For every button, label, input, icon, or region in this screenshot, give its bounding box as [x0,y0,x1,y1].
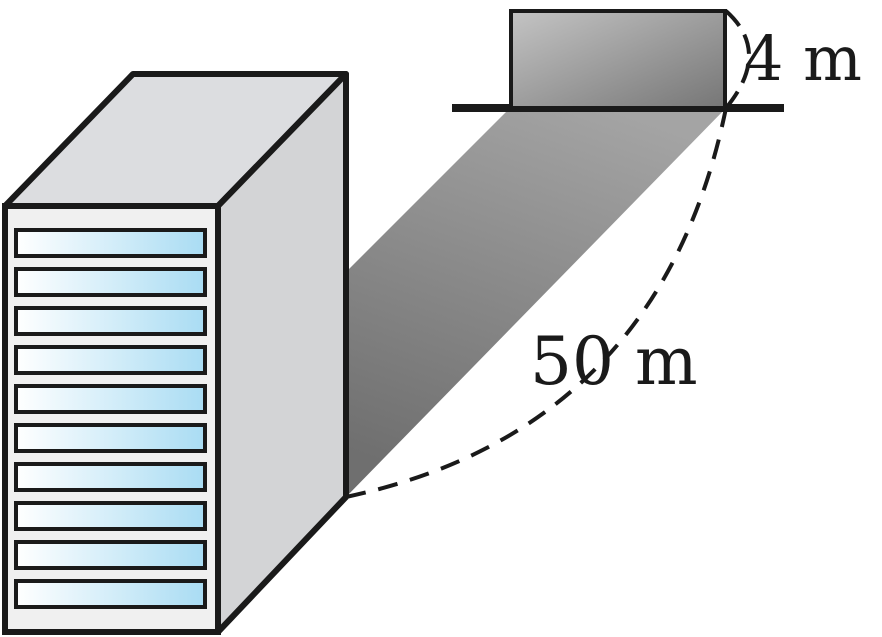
building-window [14,501,207,531]
building-window [14,384,207,414]
building-window [14,306,207,336]
building-window [14,228,207,258]
small-block [509,9,727,110]
building-window [14,579,207,609]
building-window [14,540,207,570]
building-window [14,423,207,453]
height-label: 4 m [744,22,862,95]
building-windows [14,228,207,609]
building-window [14,462,207,492]
building-window [14,345,207,375]
shadow-beam [346,108,726,497]
height-arc [724,9,751,110]
distance-label: 50 m [530,323,698,400]
building-window [14,267,207,297]
